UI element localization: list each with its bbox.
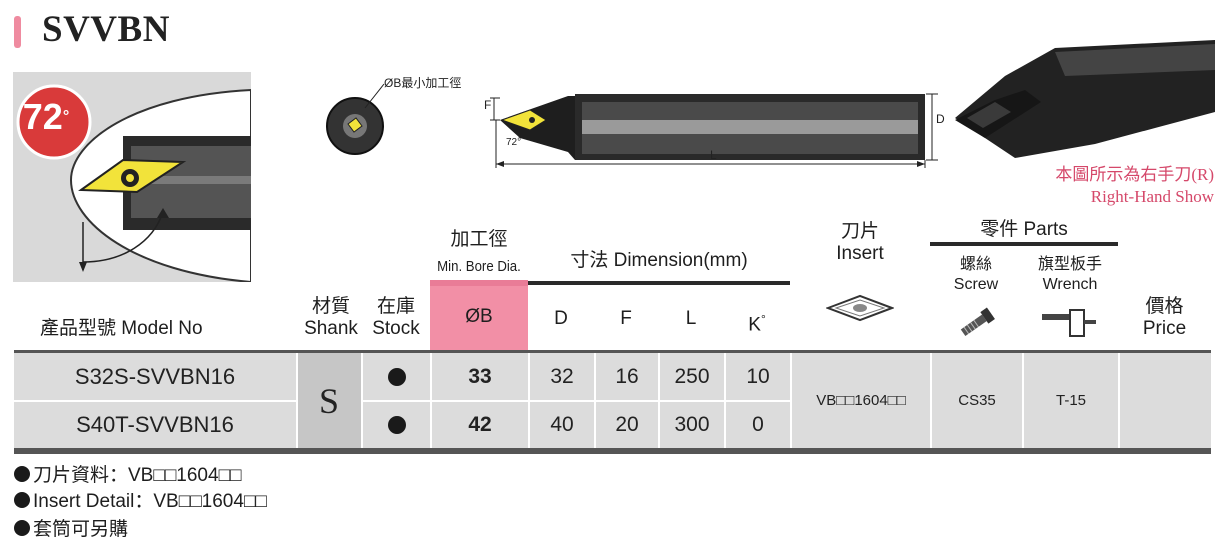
wrench-value: T-15 bbox=[1055, 392, 1086, 409]
table-top-rule bbox=[14, 350, 1211, 353]
col-divider bbox=[1022, 353, 1024, 448]
shank-cell: S bbox=[297, 353, 361, 448]
col-divider bbox=[790, 353, 792, 448]
note-insert-zh: 刀片資料：VB□□1604□□ bbox=[14, 460, 242, 487]
header-dimension: 寸法 Dimension(mm) bbox=[570, 250, 748, 271]
table-row-1-d: 32 bbox=[550, 364, 574, 388]
technical-drawing bbox=[326, 83, 938, 168]
table-row-2-d: 40 bbox=[550, 413, 574, 436]
table-row-1-model: S32S-SVVBN16 bbox=[74, 363, 236, 389]
header-model: 產品型號 Model No bbox=[40, 318, 203, 339]
col-divider bbox=[724, 353, 726, 448]
note-sleeve: 套筒可另購 bbox=[14, 514, 128, 541]
title-accent-bar bbox=[14, 16, 21, 48]
page-title: SVVBN bbox=[42, 9, 170, 50]
col-divider bbox=[658, 353, 660, 448]
table-row-1-l: 250 bbox=[674, 364, 710, 388]
price-value bbox=[1120, 353, 1211, 448]
holder-3d-render bbox=[955, 40, 1215, 158]
table-row-2-model: S40T-SVVBN16 bbox=[76, 412, 234, 437]
table-row-1-k: 10 bbox=[746, 364, 770, 388]
header-bore-symbol: ØB bbox=[465, 306, 493, 327]
table-row-1-bore: 33 bbox=[468, 364, 492, 388]
degree-badge bbox=[16, 84, 92, 160]
row-divider bbox=[361, 400, 790, 402]
bullet-icon bbox=[14, 520, 30, 536]
bullet-icon bbox=[14, 492, 30, 508]
table-row-2-k: 0 bbox=[752, 413, 764, 436]
parts-rule bbox=[930, 242, 1118, 246]
header-l: L bbox=[685, 308, 697, 329]
note-insert-en: Insert Detail：VB□□1604□□ bbox=[14, 486, 267, 513]
bullet-icon bbox=[14, 466, 30, 482]
angle-dimension-label: 72° bbox=[506, 137, 522, 148]
insert-value: VB□□1604□□ bbox=[816, 392, 906, 409]
col-divider bbox=[361, 353, 363, 448]
row-divider bbox=[14, 400, 297, 402]
screw-value: CS35 bbox=[958, 392, 996, 409]
table-bottom-rule bbox=[14, 448, 1211, 454]
in-stock-dot bbox=[387, 416, 406, 434]
table-row-1-stock bbox=[363, 353, 430, 400]
col-divider bbox=[930, 353, 932, 448]
col-divider bbox=[296, 353, 298, 448]
table-row-2-l: 300 bbox=[674, 413, 710, 436]
header-f: F bbox=[620, 308, 632, 329]
col-divider bbox=[430, 353, 432, 448]
d-dimension-label: D bbox=[936, 112, 945, 126]
table-row-2-bore: 42 bbox=[468, 413, 492, 436]
header-parts: 零件 Parts bbox=[980, 219, 1068, 240]
header-bore-zh: 加工徑 bbox=[450, 229, 508, 250]
bore-min-label: ØB最小加工徑 bbox=[384, 76, 462, 90]
table-row-1-f: 16 bbox=[615, 364, 639, 388]
table-row-2-f: 20 bbox=[615, 413, 639, 436]
l-dimension-label: L bbox=[710, 148, 717, 162]
badge-angle: 72° bbox=[22, 96, 70, 137]
bore-header-cell bbox=[430, 280, 528, 350]
caption-zh: 本圖所示為右手刀(R) bbox=[1055, 165, 1214, 184]
caption-en: Right-Hand Show bbox=[1090, 187, 1214, 206]
header-d: D bbox=[554, 308, 568, 329]
header-bore-en: Min. Bore Dia. bbox=[437, 258, 521, 275]
dimension-rule bbox=[528, 281, 790, 285]
screw-icon bbox=[960, 307, 995, 337]
header-k: K° bbox=[748, 312, 766, 336]
f-dimension-label: F bbox=[484, 98, 492, 112]
in-stock-dot bbox=[387, 367, 406, 386]
table-row-2-stock bbox=[363, 402, 430, 448]
col-divider bbox=[1118, 353, 1120, 448]
insert-diamond-icon bbox=[826, 294, 894, 322]
right-hand-caption: 本圖所示為右手刀(R) Right-Hand Show bbox=[968, 164, 1214, 208]
col-divider bbox=[528, 353, 530, 448]
col-divider bbox=[594, 353, 596, 448]
insert-closeup-illustration bbox=[13, 72, 251, 282]
wrench-icon bbox=[1042, 309, 1096, 337]
